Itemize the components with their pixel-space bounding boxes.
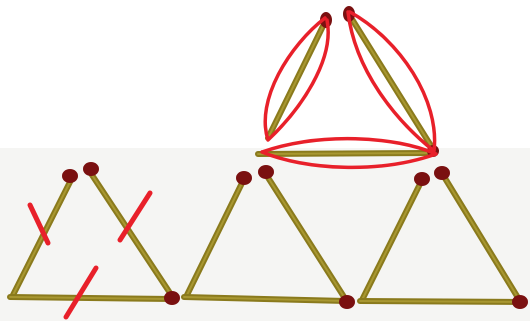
triangle-1-left-match-head [62, 169, 78, 183]
triangle-2-right-stick-shine [267, 176, 346, 300]
triangle-2-base-stick [184, 297, 346, 301]
triangle-3-right-stick-shine [443, 175, 520, 301]
triangle-1-base-match-head [164, 291, 180, 305]
remove-mark-right [120, 193, 150, 240]
triangle-2-base-match-head [339, 295, 355, 309]
triangle-1-left-stick [12, 178, 72, 297]
triangle-3-right-match-head [434, 166, 450, 180]
match-heads-layer [62, 6, 528, 309]
triangle-3-base-match-head [512, 295, 528, 309]
triangle-1-right-match-head [83, 162, 99, 176]
triangle-2-right-stick [267, 176, 346, 300]
triangle-3-right-stick [443, 175, 520, 301]
remove-mark-base [66, 268, 96, 317]
triangle-2-left-stick [186, 181, 243, 297]
triangle-3-base-stick [360, 301, 520, 302]
triangle-3-left-match-head [414, 172, 430, 186]
triangle-2-left-stick-shine [186, 181, 243, 297]
triangle-1-right-stick [90, 172, 172, 296]
top-triangle-base-stick-shine [258, 153, 432, 154]
triangle-1-left-stick-shine [12, 178, 72, 297]
triangle-1-base-stick [10, 297, 172, 299]
triangle-3-left-stick-shine [362, 182, 421, 300]
top-triangle-base-stick [258, 153, 432, 154]
triangle-3-left-stick [362, 182, 421, 300]
triangle-2-right-match-head [258, 165, 274, 179]
triangle-3-base-stick-shine [360, 301, 520, 302]
matchsticks-layer [10, 16, 520, 302]
triangle-1-right-stick-shine [90, 172, 172, 296]
triangle-2-left-match-head [236, 171, 252, 185]
